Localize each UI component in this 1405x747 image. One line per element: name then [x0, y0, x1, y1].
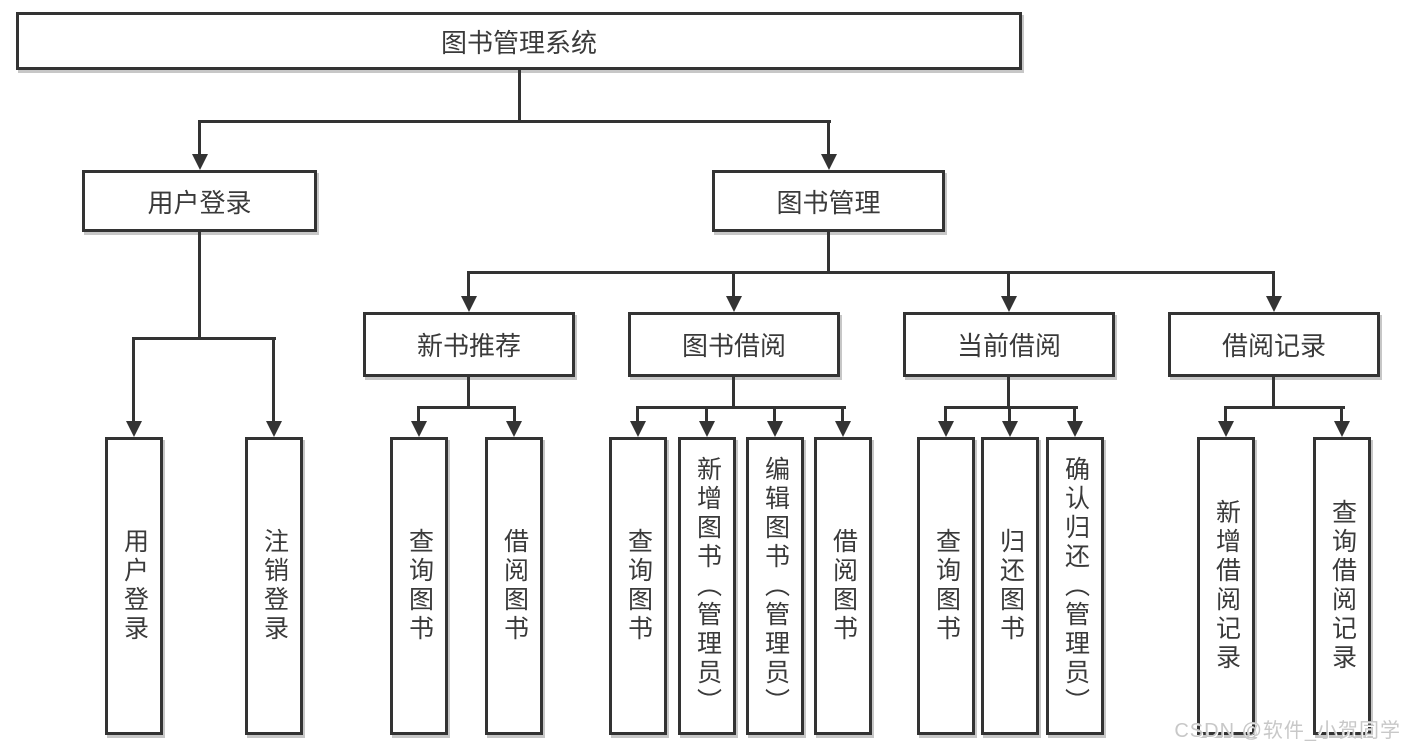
arrow-down	[192, 154, 208, 170]
connector-line	[636, 406, 639, 423]
leaf-borrow-query-book: 查询图书	[609, 437, 667, 735]
connector-line	[773, 406, 776, 423]
node-current-borrow: 当前借阅	[903, 312, 1115, 377]
arrow-down	[938, 421, 954, 437]
leaf-logout-label: 注销登录	[260, 528, 289, 644]
leaf-add-book-admin-label: 新增图书（管理员）	[693, 455, 722, 717]
connector-line	[132, 337, 276, 340]
leaf-confirm-return-admin: 确认归还（管理员）	[1046, 437, 1104, 735]
node-new-book-recommend: 新书推荐	[363, 312, 575, 377]
connector-line	[1224, 406, 1345, 409]
arrow-down	[461, 296, 477, 312]
arrow-down	[1067, 421, 1083, 437]
watermark: CSDN @软件_小贺同学	[1174, 720, 1401, 742]
leaf-add-book-admin: 新增图书（管理员）	[678, 437, 736, 735]
connector-line	[841, 406, 844, 423]
connector-line	[1272, 377, 1275, 409]
connector-line	[827, 232, 830, 271]
leaf-query-borrow-record-label: 查询借阅记录	[1328, 499, 1357, 673]
connector-line	[513, 406, 516, 423]
arrow-down	[726, 296, 742, 312]
connector-line	[1272, 271, 1275, 298]
connector-line	[1340, 406, 1343, 423]
arrow-down	[266, 421, 282, 437]
node-user-login: 用户登录	[82, 170, 317, 232]
node-current-borrow-label: 当前借阅	[956, 331, 1061, 361]
leaf-recommend-query-book: 查询图书	[390, 437, 448, 735]
connector-line	[417, 406, 420, 423]
connector-line	[1073, 406, 1076, 423]
connector-line	[827, 120, 830, 156]
leaf-recommend-query-book-label: 查询图书	[405, 528, 434, 644]
leaf-current-query-book-label: 查询图书	[932, 528, 961, 644]
connector-line	[198, 120, 831, 123]
arrow-down	[506, 421, 522, 437]
node-root-label: 图书管理系统	[440, 27, 597, 58]
leaf-add-borrow-record: 新增借阅记录	[1197, 437, 1255, 735]
node-book-management: 图书管理	[712, 170, 945, 232]
arrow-down	[630, 421, 646, 437]
connector-line	[732, 377, 735, 409]
arrow-down	[699, 421, 715, 437]
leaf-borrow-book-label: 借阅图书	[829, 528, 858, 644]
connector-line	[1007, 271, 1010, 298]
arrow-down	[835, 421, 851, 437]
connector-line	[518, 70, 521, 120]
connector-line	[198, 120, 201, 156]
connector-line	[1008, 406, 1011, 423]
connector-line	[467, 377, 470, 409]
leaf-confirm-return-admin-label: 确认归还（管理员）	[1061, 455, 1090, 717]
leaf-return-book-label: 归还图书	[996, 528, 1025, 644]
leaf-user-login: 用户登录	[105, 437, 163, 735]
node-book-borrow-label: 图书借阅	[681, 331, 786, 361]
connector-line	[132, 337, 135, 423]
connector-line	[467, 271, 1275, 274]
arrow-down	[1266, 296, 1282, 312]
connector-line	[1224, 406, 1227, 423]
leaf-query-borrow-record: 查询借阅记录	[1313, 437, 1371, 735]
connector-line	[705, 406, 708, 423]
leaf-current-query-book: 查询图书	[917, 437, 975, 735]
leaf-edit-book-admin-label: 编辑图书（管理员）	[761, 455, 790, 717]
node-borrow-record: 借阅记录	[1168, 312, 1380, 377]
arrow-down	[1002, 421, 1018, 437]
node-user-login-label: 用户登录	[147, 187, 252, 218]
arrow-down	[1334, 421, 1350, 437]
leaf-borrow-book: 借阅图书	[814, 437, 872, 735]
connector-line	[417, 406, 516, 409]
leaf-recommend-borrow-book-label: 借阅图书	[500, 528, 529, 644]
node-new-book-recommend-label: 新书推荐	[416, 331, 521, 361]
arrow-down	[1218, 421, 1234, 437]
connector-line	[944, 406, 947, 423]
leaf-return-book: 归还图书	[981, 437, 1039, 735]
leaf-edit-book-admin: 编辑图书（管理员）	[746, 437, 804, 735]
leaf-recommend-borrow-book: 借阅图书	[485, 437, 543, 735]
node-book-management-label: 图书管理	[776, 187, 881, 218]
node-root: 图书管理系统	[16, 12, 1022, 70]
connector-line	[732, 271, 735, 298]
arrow-down	[767, 421, 783, 437]
connector-line	[467, 271, 470, 298]
leaf-logout: 注销登录	[245, 437, 303, 735]
arrow-down	[411, 421, 427, 437]
leaf-borrow-query-book-label: 查询图书	[624, 528, 653, 644]
leaf-add-borrow-record-label: 新增借阅记录	[1212, 499, 1241, 673]
arrow-down	[126, 421, 142, 437]
arrow-down	[821, 154, 837, 170]
arrow-down	[1001, 296, 1017, 312]
connector-line	[944, 406, 1078, 409]
connector-line	[636, 406, 846, 409]
leaf-user-login-label: 用户登录	[120, 528, 149, 644]
connector-line	[1007, 377, 1010, 409]
node-borrow-record-label: 借阅记录	[1221, 331, 1326, 361]
node-book-borrow: 图书借阅	[628, 312, 840, 377]
connector-line	[198, 232, 201, 337]
connector-line	[272, 337, 275, 423]
